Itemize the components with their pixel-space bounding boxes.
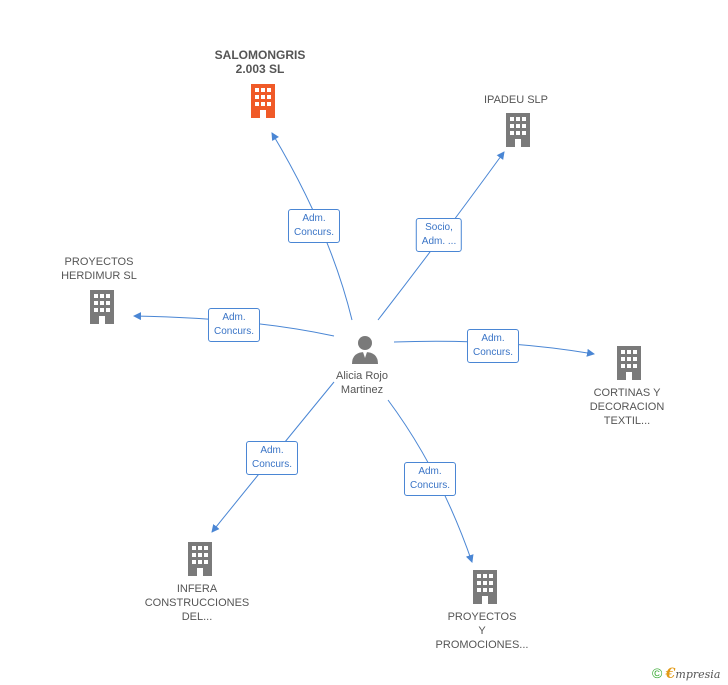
- edge-label-line: Concurs.: [251, 459, 293, 470]
- edge-label-line: Adm.: [222, 312, 246, 323]
- building-icon[interactable]: [503, 113, 533, 147]
- center-person-label: Alicia Rojo Martinez: [336, 369, 388, 397]
- edge-label-promociones[interactable]: Adm. Concurs.: [403, 462, 457, 496]
- edge-label-line: Concurs.: [409, 480, 451, 491]
- node-label-line: CORTINAS Y: [593, 387, 661, 399]
- brand-name: mpresia: [675, 668, 721, 681]
- building-icon[interactable]: [87, 290, 117, 324]
- node-label-line: HERDIMUR SL: [61, 270, 137, 282]
- copyright-notice: © €mpresia: [652, 665, 720, 682]
- edge-label-line: Concurs.: [293, 227, 335, 238]
- node-label-herdimur: PROYECTOS HERDIMUR SL: [61, 255, 137, 283]
- edge-label-line: Concurs.: [213, 326, 255, 337]
- edge-label-cortinas[interactable]: Adm. Concurs.: [466, 329, 520, 363]
- edge-label-line: Adm.: [302, 213, 326, 224]
- edge-label-salomongris[interactable]: Adm. Concurs.: [287, 209, 341, 243]
- node-label-line: DECORACION: [589, 401, 665, 413]
- node-label-line: IPADEU SLP: [484, 94, 548, 106]
- edge-label-line: Adm.: [418, 466, 442, 477]
- edge-label-line: Adm. ...: [421, 236, 457, 247]
- node-label-line: TEXTIL...: [603, 415, 651, 427]
- node-label-line: PROYECTOS: [447, 611, 517, 623]
- edge-label-line: Adm.: [481, 333, 505, 344]
- edge-label-line: Concurs.: [472, 347, 514, 358]
- node-label-line: CONSTRUCCIONES: [144, 597, 250, 609]
- center-name-line: Martinez: [340, 384, 384, 396]
- person-icon[interactable]: [350, 334, 380, 364]
- node-label-line: INFERA: [176, 583, 218, 595]
- node-label-line: PROYECTOS: [64, 256, 134, 268]
- node-label-promociones: PROYECTOS Y PROMOCIONES...: [436, 610, 529, 652]
- node-label-line: DEL...: [181, 611, 213, 623]
- building-icon[interactable]: [614, 346, 644, 380]
- building-icon[interactable]: [185, 542, 215, 576]
- edge-label-infera[interactable]: Adm. Concurs.: [245, 441, 299, 475]
- node-label-cortinas: CORTINAS Y DECORACION TEXTIL...: [590, 386, 665, 428]
- node-label-line: Y: [478, 625, 486, 637]
- edge-label-ipadeu[interactable]: Socio, Adm. ...: [415, 218, 463, 252]
- node-label-salomongris: SALOMONGRIS 2.003 SL: [215, 48, 306, 76]
- edge-label-line: Adm.: [260, 445, 284, 456]
- edge-label-herdimur[interactable]: Adm. Concurs.: [207, 308, 261, 342]
- copyright-symbol: ©: [652, 665, 663, 681]
- brand-initial: €: [665, 666, 676, 682]
- node-label-line: PROMOCIONES...: [435, 639, 529, 651]
- node-label-line: 2.003 SL: [235, 62, 285, 76]
- brand-logo[interactable]: €mpresia: [665, 666, 721, 682]
- node-label-line: SALOMONGRIS: [214, 48, 306, 62]
- building-icon[interactable]: [248, 84, 278, 118]
- building-icon[interactable]: [470, 570, 500, 604]
- node-label-infera: INFERA CONSTRUCCIONES DEL...: [145, 582, 250, 624]
- edge-label-line: Socio,: [425, 222, 453, 233]
- node-label-ipadeu: IPADEU SLP: [484, 93, 548, 107]
- center-name-line: Alicia Rojo: [336, 370, 388, 382]
